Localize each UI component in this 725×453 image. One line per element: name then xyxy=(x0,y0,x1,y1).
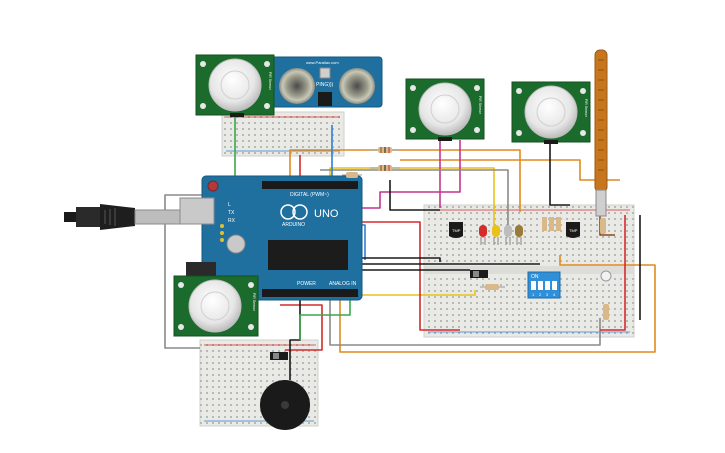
led-yellow xyxy=(492,225,500,245)
dip-on-label: ON xyxy=(531,274,539,280)
leds xyxy=(479,225,523,245)
resistor-6 xyxy=(603,304,609,320)
resistor-1 xyxy=(370,147,400,153)
transducer-left xyxy=(279,68,315,104)
piezo-buzzer xyxy=(260,380,310,430)
pir-sensor-bottom-left: PIR Sensor xyxy=(173,275,259,337)
digital-label: DIGITAL (PWM~) xyxy=(290,192,329,198)
wire-red-2 xyxy=(360,221,460,331)
wire-yellow-2 xyxy=(360,290,476,296)
arduino-uno: L TX RX DIGITAL (PWM~) ARDUINO UNO POWER… xyxy=(179,175,363,301)
wire-red-4 xyxy=(280,304,323,351)
breadboard-top-small xyxy=(221,111,345,157)
pir-sensor-top-right: PIR Sensor xyxy=(511,81,591,144)
pir-label: PIR Sensor xyxy=(252,293,256,312)
wire-black-1 xyxy=(389,180,440,211)
dip-number-3: 3 xyxy=(546,292,549,297)
led-label-rx: RX xyxy=(228,218,236,224)
resistor-4 xyxy=(542,217,561,231)
resistor-5 xyxy=(480,284,505,290)
usb-port xyxy=(179,197,215,225)
led-brown xyxy=(515,225,523,245)
wire-gray-bottom xyxy=(329,300,601,346)
wire-red-3 xyxy=(600,215,626,331)
led-label-l: L xyxy=(228,202,231,208)
resistor-7 xyxy=(600,218,606,234)
usb-cable xyxy=(64,204,181,230)
resistor-3 xyxy=(342,172,362,178)
resistors xyxy=(342,147,609,320)
tmp-sensor-left: TMP xyxy=(449,222,463,238)
dip-number-2: 2 xyxy=(539,292,542,297)
slide-switch-main xyxy=(470,270,488,278)
dip-number-4: 4 xyxy=(553,292,556,297)
wire-orange-bottom xyxy=(339,255,656,353)
photoresistor xyxy=(600,270,612,282)
pir-sensor-top-left: PIR Sensor xyxy=(195,54,275,117)
reset-button xyxy=(207,180,219,192)
dip-number-1: 1 xyxy=(532,292,535,297)
dip-switch: ON 1 2 3 4 xyxy=(527,271,561,299)
wire-black-2 xyxy=(549,140,570,206)
wire-gray-left xyxy=(164,194,205,349)
wire-orange-top xyxy=(289,149,521,212)
led-white xyxy=(504,225,512,245)
arduino-logo-icon xyxy=(280,204,296,220)
analog-header xyxy=(262,289,358,297)
transducer-right xyxy=(339,68,375,104)
tmp-label: TMP xyxy=(452,228,461,233)
analog-label: ANALOG IN xyxy=(329,281,357,287)
resistor-2 xyxy=(370,165,400,171)
ultrasonic-brand: www.Parallax.com xyxy=(306,60,339,65)
wire-green-2 xyxy=(299,300,351,340)
pir-label: PIR Sensor xyxy=(268,72,272,91)
pir-label: PIR Sensor xyxy=(478,96,482,115)
ultrasonic-name: PING))) xyxy=(316,82,334,88)
arduino-model: UNO xyxy=(314,208,339,220)
flex-sensor xyxy=(594,49,608,217)
ultrasonic-sensor: www.Parallax.com PING))) xyxy=(271,56,383,108)
pir-label: PIR Sensor xyxy=(584,99,588,118)
digital-header xyxy=(262,181,358,189)
arduino-brand: ARDUINO xyxy=(282,222,305,228)
led-label-tx: TX xyxy=(228,210,235,216)
tmp-label: TMP xyxy=(569,228,578,233)
led-red xyxy=(479,225,487,245)
slide-switch-bottom xyxy=(270,352,288,360)
microcontroller xyxy=(268,240,348,270)
tmp-sensor-right: TMP xyxy=(566,222,580,238)
wire-dark-1 xyxy=(355,257,441,262)
power-label: POWER xyxy=(297,281,316,287)
pir-sensor-top-center: PIR Sensor xyxy=(405,78,485,141)
